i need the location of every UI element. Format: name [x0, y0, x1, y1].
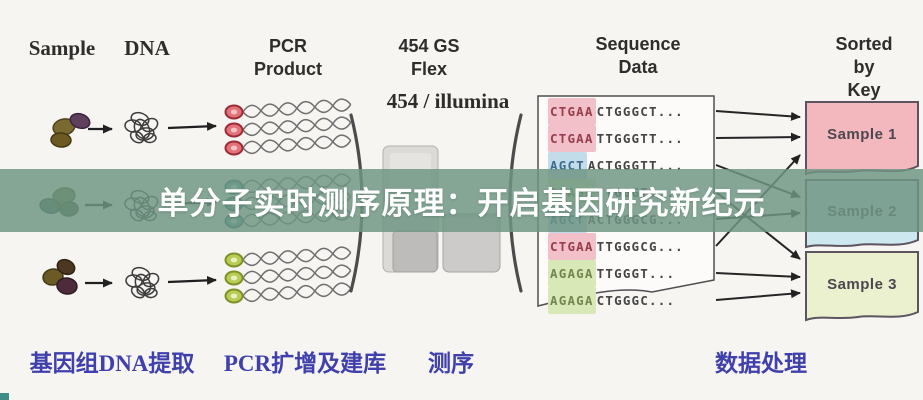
read-sequence: ACTGGGTT...	[587, 157, 684, 173]
dna-tangle-row3	[124, 264, 162, 301]
pcr-products-row3	[224, 245, 352, 304]
read-sequence: TTGGGCG...	[596, 238, 684, 254]
corner-artifact	[0, 393, 9, 400]
header-454-gs-flex: 454 GS Flex	[398, 36, 460, 79]
read-sequence: CTGGGC...	[596, 292, 676, 308]
header-platform: 454 / illumina	[386, 89, 510, 113]
sample3-box	[805, 251, 919, 322]
sample3-label: Sample 3	[827, 276, 897, 293]
header-sequence-data: Sequence Data	[595, 34, 681, 77]
step-sequencing: 测序	[428, 351, 474, 376]
barcode-chip: CTGAA	[548, 97, 596, 125]
barcode-chip: AGAGA	[548, 259, 596, 287]
header-sorted-by-key: Sorted by Key	[835, 34, 893, 100]
step-dna-extraction: 基因组DNA提取	[29, 351, 195, 376]
header-pcr-product: PCR Product	[253, 36, 323, 79]
banner-title: 单分子实时测序原理：开启基因研究新纪元	[157, 186, 766, 221]
title-banner: 单分子实时测序原理：开启基因研究新纪元	[0, 169, 923, 232]
sample1-cells	[50, 112, 91, 148]
dna-tangle-row1	[123, 109, 161, 146]
header-dna: DNA	[124, 36, 170, 60]
sample1-label: Sample 1	[827, 126, 897, 143]
barcode-chip: CTGAA	[548, 124, 596, 152]
read-sequence: CTGGGCT...	[596, 103, 684, 119]
sample3-cells	[42, 258, 78, 295]
header-sample: Sample	[28, 36, 96, 60]
step-data-processing: 数据处理	[715, 351, 807, 376]
pcr-products-row1	[224, 97, 352, 156]
barcode-chip: AGAGA	[548, 286, 596, 314]
barcode-chip: CTGAA	[548, 232, 596, 260]
read-sequence: TTGGGT...	[596, 265, 676, 281]
step-pcr-library: PCR扩增及建库	[223, 351, 387, 376]
read-sequence: TTGGGTT...	[596, 130, 684, 146]
